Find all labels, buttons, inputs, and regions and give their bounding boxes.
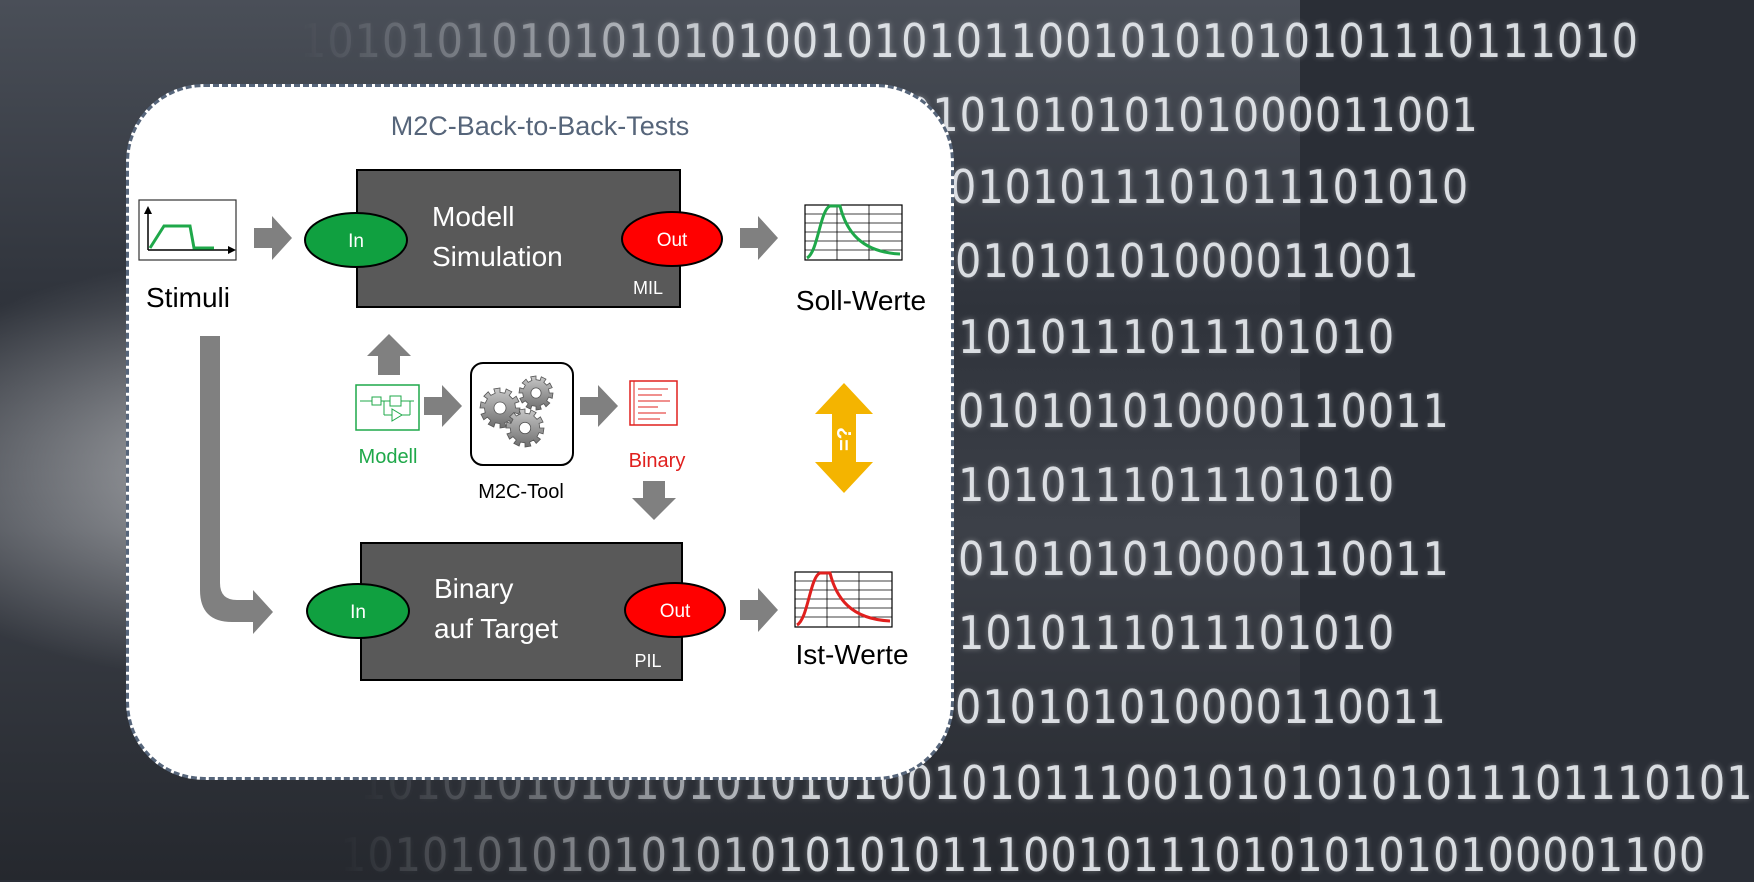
stimuli-label: Stimuli	[146, 282, 230, 313]
arrow-stimuli-to-pil	[200, 336, 273, 634]
pil-out-label: Out	[660, 601, 691, 622]
mil-title-line2: Simulation	[432, 241, 563, 272]
arrow-stimuli-to-mil	[254, 216, 292, 260]
pil-in-label: In	[350, 602, 366, 623]
modell-label: Modell	[359, 446, 418, 468]
mil-out-label: Out	[657, 230, 688, 251]
binary-text-row: 1010111011101010	[958, 606, 1396, 660]
binary-text-row: 0101011101011101010	[950, 160, 1470, 214]
mil-in-label: In	[348, 231, 364, 252]
arrow-binary-to-pil	[632, 481, 676, 520]
binary-text-row: 010101010000110011	[955, 680, 1447, 734]
modell-icon	[355, 384, 420, 431]
arrow-modell-to-mil	[367, 334, 411, 375]
soll-label: Soll-Werte	[796, 285, 926, 316]
diagram-canvas: M2C-Back-to-Back-Tests Stimuli Modell Si…	[138, 111, 926, 681]
tool-label: M2C-Tool	[478, 481, 564, 503]
arrow-mil-to-soll	[740, 216, 778, 260]
pil-title-line2: auf Target	[434, 613, 558, 644]
arrow-tool-to-binary	[580, 385, 618, 427]
pil-tag: PIL	[634, 651, 661, 671]
soll-chart-icon	[804, 204, 903, 261]
compare-double-arrow: =?	[815, 383, 873, 493]
binary-text-row: 010101010101000011001	[905, 88, 1479, 142]
compare-label: =?	[834, 427, 856, 451]
pil-title-line1: Binary	[434, 573, 513, 604]
binary-label: Binary	[629, 450, 686, 472]
stimuli-icon	[138, 199, 237, 261]
binary-text-row: 010101010000110011	[958, 532, 1450, 586]
binary-text-row: 010101010000110011	[958, 384, 1450, 438]
pil-in-port: In	[306, 583, 410, 639]
binary-text-row: 1010101010101010101010111001011101010101…	[340, 828, 1707, 882]
mil-in-port: In	[304, 212, 408, 268]
arrow-modell-to-tool	[424, 385, 462, 427]
gears-icon	[470, 362, 574, 466]
diagram-title: M2C-Back-to-Back-Tests	[391, 111, 690, 141]
mil-title-line1: Modell	[432, 201, 514, 232]
mil-tag: MIL	[633, 278, 663, 298]
ist-chart-icon	[794, 571, 893, 628]
binary-text-row: 1010111011101010	[958, 458, 1396, 512]
mil-out-port: Out	[621, 211, 723, 267]
binary-text-row: 01010101000011001	[955, 234, 1420, 288]
pil-out-port: Out	[624, 582, 726, 638]
binary-text-row: 1010101010101010100101010110010101010101…	[300, 14, 1639, 68]
binary-text-row: 1010111011101010	[958, 310, 1396, 364]
binary-file-icon	[629, 380, 678, 426]
arrow-pil-to-ist	[740, 588, 778, 632]
ist-label: Ist-Werte	[795, 639, 908, 670]
